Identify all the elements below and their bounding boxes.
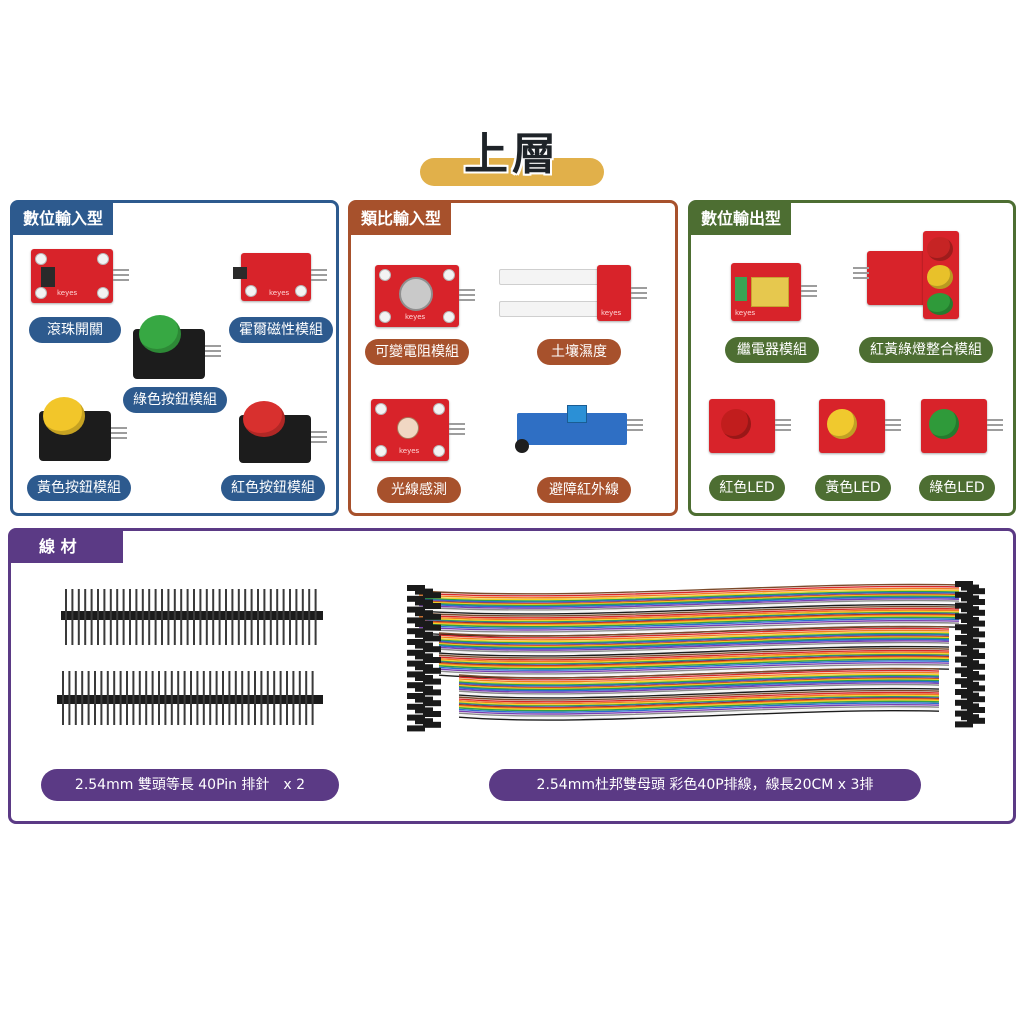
green-button-module-image: [133, 315, 221, 379]
panel-tag-digital-input: 數位輸入型: [13, 203, 114, 235]
panel-tag-wires: 線 材: [11, 531, 123, 563]
label-green-led: 綠色LED: [919, 475, 995, 501]
label-soil-moisture: 土壤濕度: [537, 339, 621, 365]
label-traffic-light: 紅黃綠燈整合模組: [859, 337, 993, 363]
dupont-cable-image: [407, 581, 985, 732]
label-potentiometer: 可變電阻模組: [365, 339, 469, 365]
pin-header-image: [57, 589, 323, 725]
yellow-button-module-image: [39, 397, 127, 461]
traffic-light-module-image: [853, 231, 983, 319]
panel-tag-analog-input: 類比輸入型: [351, 203, 452, 235]
red-button-module-image: [239, 401, 327, 463]
panel-digital-output: 數位輸出型 keyes 繼電器模組 紅黃綠燈整合模組 紅色LED 黃色LED 綠…: [688, 200, 1016, 516]
label-light-sensor: 光線感測: [377, 477, 461, 503]
relay-module-image: keyes: [731, 263, 817, 321]
ball-switch-module-image: keyes: [31, 249, 129, 303]
potentiometer-module-image: keyes: [375, 265, 475, 327]
red-led-module-image: [709, 399, 791, 453]
label-yellow-led: 黃色LED: [815, 475, 891, 501]
panel-analog-input: 類比輸入型 keyes 可變電阻模組 keyes 土壤濕度 keyes 光線感測…: [348, 200, 678, 516]
label-hall-sensor: 霍爾磁性模組: [229, 317, 333, 343]
light-sensor-module-image: keyes: [371, 399, 465, 461]
label-green-button: 綠色按鈕模組: [123, 387, 227, 413]
label-dupont-cable: 2.54mm杜邦雙母頭 彩色40P排線，線長20CM x 3排: [489, 769, 921, 801]
label-red-button: 紅色按鈕模組: [221, 475, 325, 501]
label-pin-header: 2.54mm 雙頭等長 40Pin 排針 x 2: [41, 769, 339, 801]
title-bar: [420, 158, 604, 186]
soil-moisture-module-image: keyes: [499, 265, 647, 325]
label-ball-switch: 滾珠開關: [29, 317, 121, 343]
yellow-led-module-image: [819, 399, 901, 453]
green-led-module-image: [921, 399, 1003, 453]
label-relay: 繼電器模組: [725, 337, 819, 363]
panel-wires: 線 材 2.54mm 雙頭等長 40Pin 排針 x 2 2.54mm杜邦雙母頭…: [8, 528, 1016, 824]
label-red-led: 紅色LED: [709, 475, 785, 501]
panel-digital-input: 數位輸入型 keyes 滾珠開關 keyes 霍爾磁性模組 綠色按鈕模組 黃色按…: [10, 200, 339, 516]
page-title: 上層: [464, 129, 560, 180]
label-yellow-button: 黃色按鈕模組: [27, 475, 131, 501]
label-ir-obstacle: 避障紅外線: [537, 477, 631, 503]
ir-obstacle-module-image: [515, 405, 647, 455]
panel-tag-digital-output: 數位輸出型: [691, 203, 792, 235]
hall-sensor-module-image: keyes: [233, 253, 327, 301]
